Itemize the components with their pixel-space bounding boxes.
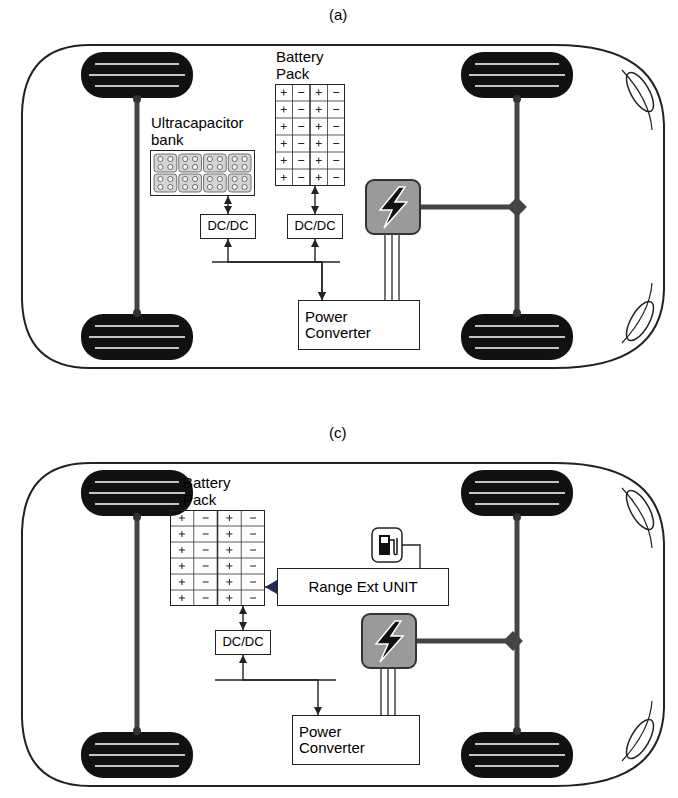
box-label: Power Converter (305, 309, 385, 342)
storage-box: Battery Pack (275, 84, 345, 186)
electric-motor (362, 614, 523, 715)
component-box: Range Ext UNIT (277, 568, 449, 606)
connector-arrow (314, 186, 315, 214)
box-label: Power Converter (299, 724, 379, 757)
box-label: DC/DC (222, 635, 263, 649)
car-body (22, 45, 664, 368)
electric-motor (366, 180, 527, 300)
heading-label: Battery Pack (276, 49, 348, 82)
component-box: Power Converter (292, 715, 420, 765)
box-label: DC/DC (294, 219, 335, 233)
connector-arrow (242, 606, 243, 630)
storage-box: Battery Pack (170, 510, 265, 606)
component-box: DC/DC (287, 214, 343, 239)
box-label: Range Ext UNIT (308, 579, 417, 596)
fuel-pump-icon (372, 528, 420, 568)
panel-label: (a) (329, 6, 347, 23)
connector-arrow (315, 239, 322, 300)
connector-arrow (227, 196, 228, 214)
box-label: DC/DC (207, 219, 248, 233)
connector-arrow (265, 586, 277, 587)
connector-arrow (228, 239, 322, 300)
storage-box: Ultracapacitor bank (150, 150, 255, 196)
heading-label: Battery Pack (183, 475, 255, 508)
component-box: Power Converter (298, 300, 420, 350)
car-body (22, 463, 664, 786)
component-box: DC/DC (215, 630, 271, 655)
connector-arrow (243, 655, 318, 715)
panel-label: (c) (329, 424, 347, 441)
heading-label: Ultracapacitor bank (151, 115, 263, 148)
component-box: DC/DC (200, 214, 256, 239)
